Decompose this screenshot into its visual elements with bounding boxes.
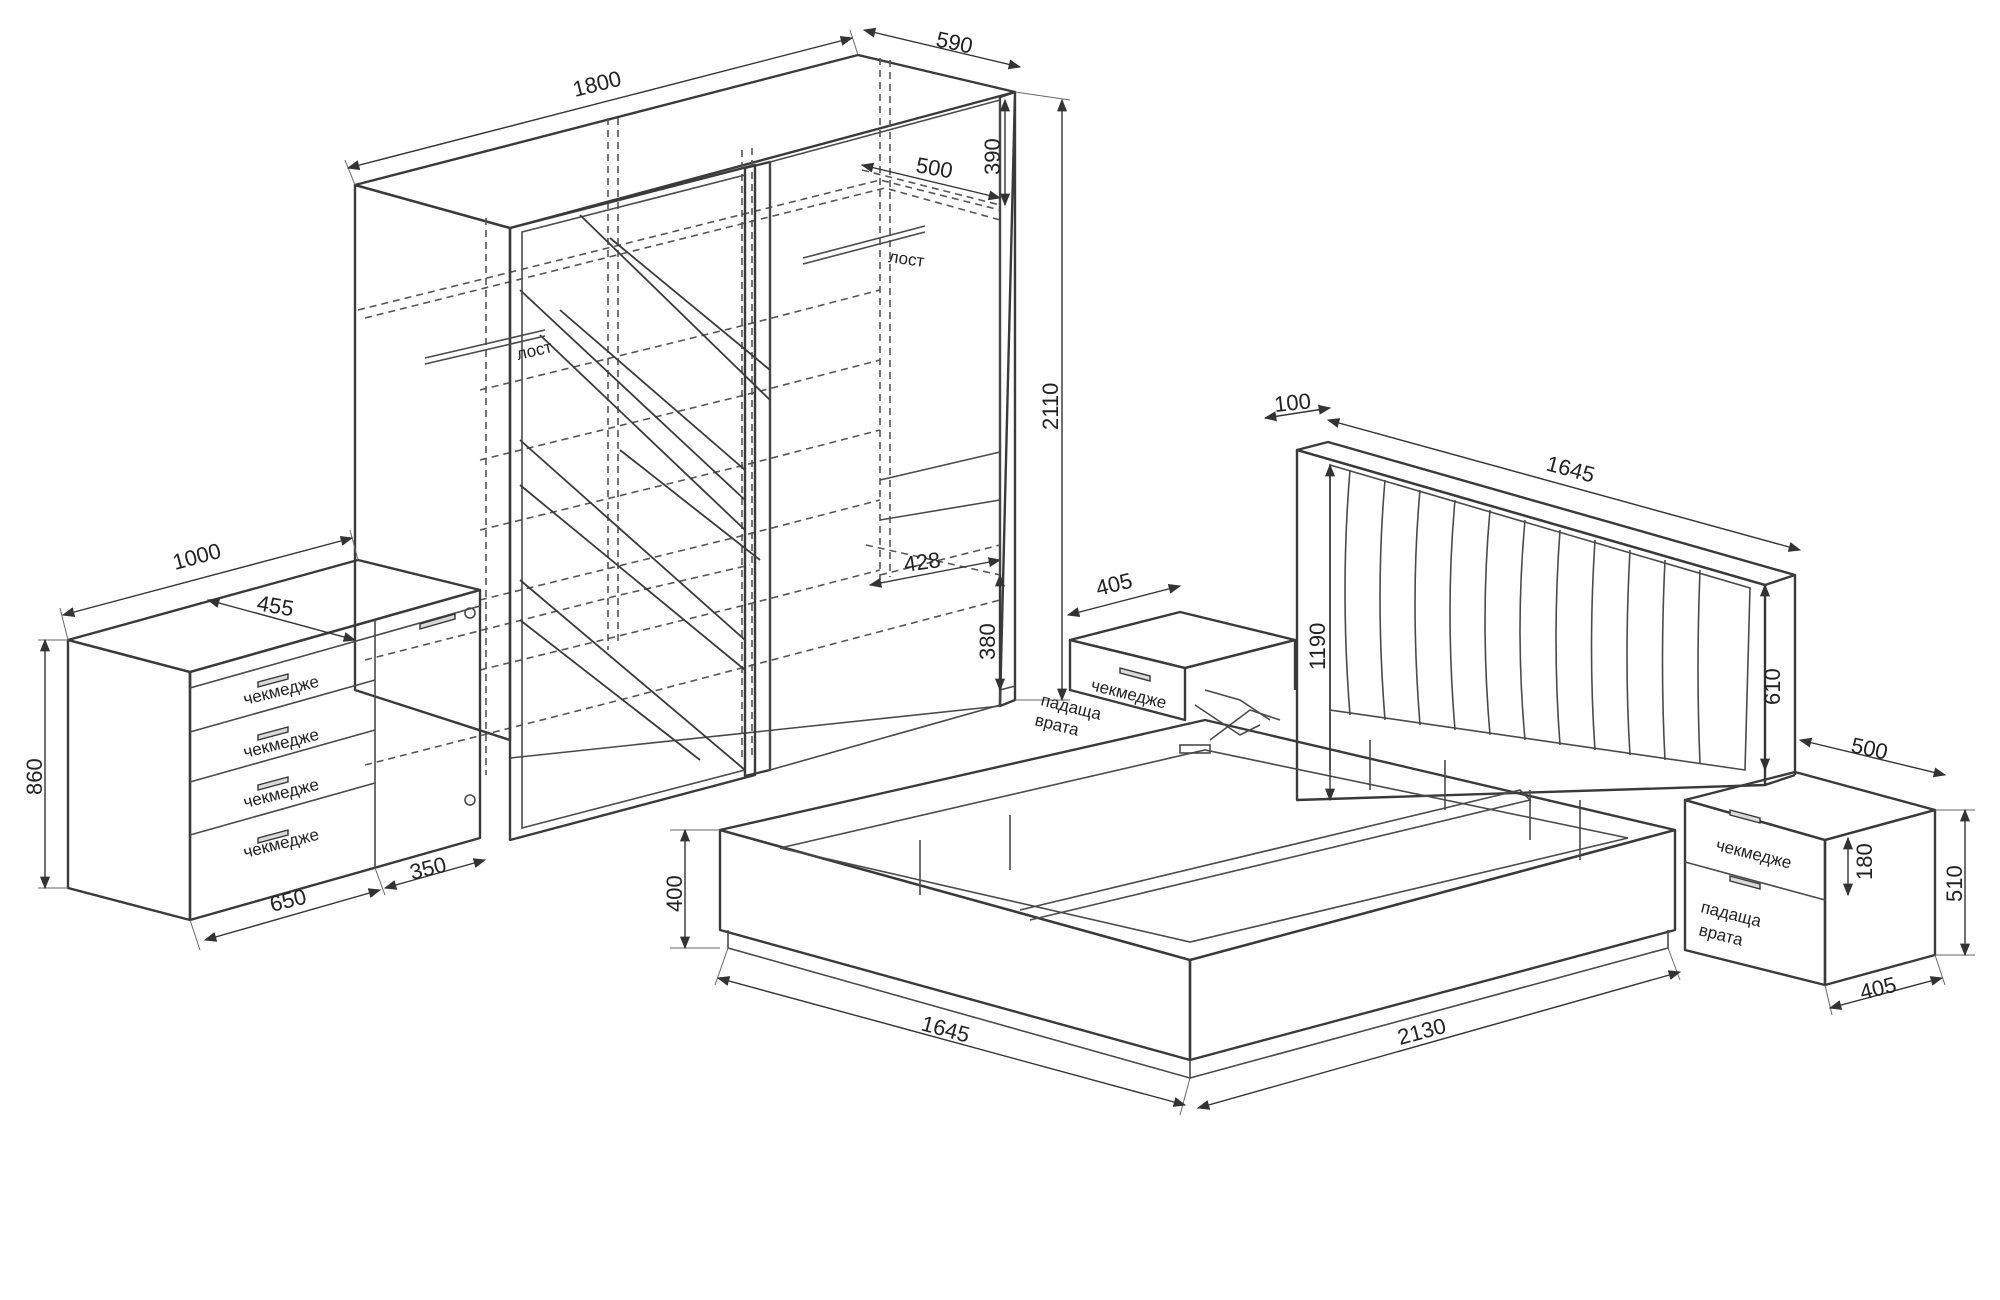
chest-front	[188, 588, 482, 922]
nightstand-right: чекмедже падаща врата 500 510 180 405	[1683, 732, 1975, 1016]
chest-drawer-handle	[257, 726, 289, 741]
chest-height-dim: 860	[22, 758, 47, 795]
panel-height-dim: 610	[1760, 668, 1785, 705]
nightstand-right-drawer-dim: 180	[1852, 843, 1877, 880]
nightstand-right-drawer-label: чекмедже	[1714, 835, 1794, 872]
top-shelf-dim: 390	[980, 138, 1005, 175]
rail-label-right: лост	[887, 247, 925, 271]
nightstand-left-width-dim: 405	[1093, 568, 1135, 601]
lower-shelf-depth-dim: 428	[902, 547, 942, 577]
nightstand-right-side	[1823, 808, 1937, 987]
nightstand-right-width-dim: 405	[1857, 972, 1899, 1005]
chest-drawer-handle	[257, 829, 289, 844]
wardrobe-height-dim: 2110	[1038, 383, 1063, 430]
wardrobe: лост лост 1800 590 2110 390 500 428 380	[344, 26, 1071, 842]
bottom-section-dim: 380	[975, 623, 1000, 660]
bed-frame-top-rim	[718, 718, 1677, 962]
nightstand-left: чекмедже падаща врата 405	[1033, 568, 1297, 740]
chest-side	[66, 638, 192, 922]
nightstand-left-front	[1068, 638, 1187, 722]
nightstand-right-handle	[1729, 809, 1761, 824]
bed-width-dim: 1645	[919, 1011, 973, 1048]
nightstand-right-front	[1683, 798, 1827, 987]
chest-door-handle	[419, 613, 456, 630]
nightstand-right-depth-dim: 500	[1849, 732, 1890, 764]
rail-right	[802, 225, 926, 265]
bed-frame-height-dim: 400	[662, 875, 687, 912]
nightstand-right-top	[1683, 770, 1937, 842]
nightstand-left-handle	[1119, 667, 1151, 682]
chest-drawer-handle	[257, 673, 289, 688]
wardrobe-door-middle	[743, 160, 772, 778]
upholstered-panel	[1329, 463, 1751, 771]
nightstand-right-height-dim: 510	[1942, 865, 1967, 902]
headboard-height-dim: 1190	[1305, 623, 1330, 670]
chest-drawer-label: чекмедже	[241, 825, 321, 862]
lift-mechanism	[1179, 689, 1281, 754]
chest-width-dim: 1000	[170, 538, 224, 575]
wardrobe-door-left	[508, 163, 757, 842]
chest-drawer-handle	[257, 776, 289, 791]
headboard	[1295, 448, 1767, 802]
chest-of-drawers: чекмедже чекмедже чекмедже чекмедже 1000…	[22, 529, 487, 951]
wardrobe-width-dim: 1800	[570, 66, 624, 102]
bed-length-dim: 2130	[1395, 1013, 1449, 1050]
rail-left	[424, 329, 546, 365]
chest-depth-dim: 455	[255, 590, 296, 621]
nightstand-left-top	[1068, 610, 1297, 670]
wardrobe-depth-dim: 590	[934, 26, 975, 58]
nightstand-right-handle	[1729, 875, 1761, 890]
wardrobe-right-side	[998, 90, 1017, 708]
headboard-thickness-dim: 100	[1273, 388, 1312, 417]
